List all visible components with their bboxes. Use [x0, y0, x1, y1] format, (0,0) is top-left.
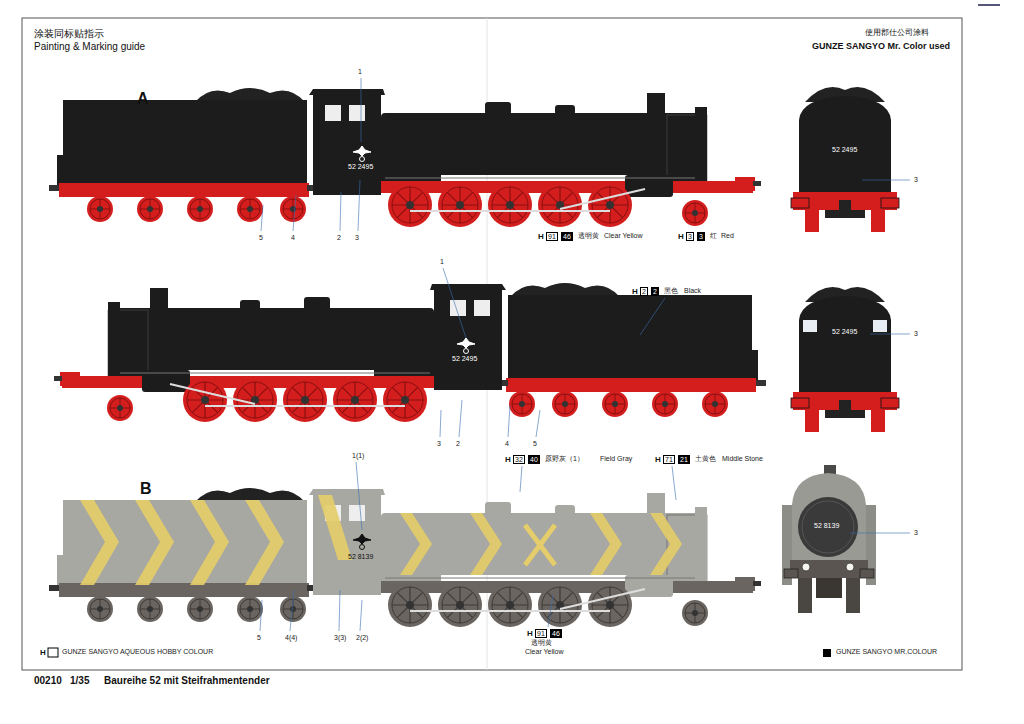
callout-number: 5: [259, 234, 263, 242]
paint-brand-mark: H: [40, 648, 46, 657]
paint-code: 71: [663, 455, 675, 464]
paint-name: 黑色: [664, 287, 678, 295]
callout-number: 3: [437, 440, 441, 448]
paint-name: 红: [710, 232, 717, 240]
callout-number: 3: [914, 176, 918, 184]
callout-number: 3(3): [334, 634, 346, 642]
paint-brand-mark: H: [527, 629, 533, 638]
paint-name: Clear Yellow: [525, 648, 564, 656]
paint-code: 2: [651, 287, 659, 296]
paint-brand-mark: H: [678, 232, 684, 241]
paint-code: 2: [640, 287, 648, 296]
paint-name: Clear Yellow: [604, 232, 643, 240]
callout-number: 5: [257, 634, 261, 642]
callout-number: 4: [291, 234, 295, 242]
callout-number: 2: [337, 234, 341, 242]
callout-number: 3: [355, 234, 359, 242]
loco-number: 52 8139: [814, 522, 839, 530]
callout-number: 4: [505, 440, 509, 448]
paint-name: GUNZE SANGYO MR.COLOUR: [836, 648, 937, 656]
heading-text: GUNZE SANGYO Mr. Color used: [812, 41, 950, 51]
loco-number: 52 2495: [348, 163, 373, 171]
callout-number: 2(2): [356, 634, 368, 642]
paint-brand-mark: H: [505, 455, 511, 464]
callout-number: 2: [456, 440, 460, 448]
paint-code: 91: [535, 629, 547, 638]
heading-text: 涂装同标贴指示: [34, 28, 104, 40]
paint-name: 原野灰（1）: [545, 455, 584, 463]
footer-text: Baureihe 52 mit Steifrahmentender: [104, 675, 270, 687]
scheme-letter: B: [140, 480, 152, 498]
paint-code: 3: [697, 232, 705, 241]
scheme-letter: A: [137, 90, 149, 108]
footer-text: 1/35: [70, 675, 89, 687]
loco-number: 52 2495: [832, 146, 857, 154]
page-title: Painting & Marking guide: [34, 41, 145, 52]
paint-name: 透明黄: [578, 232, 599, 240]
paint-code: 46: [561, 232, 573, 241]
loco-number: 52 8139: [348, 553, 373, 561]
paint-name: Black: [684, 287, 701, 295]
heading-text: 使用郡仕公司涂料: [865, 28, 929, 37]
callout-number: 1: [358, 68, 362, 76]
callout-number: 5: [533, 440, 537, 448]
paint-brand-mark: H: [655, 455, 661, 464]
paint-name: 土黄色: [695, 455, 716, 463]
paint-code: 91: [546, 232, 558, 241]
paint-code: 21: [678, 455, 690, 464]
callout-number: 4(4): [285, 634, 297, 642]
paint-brand-mark: H: [632, 287, 638, 296]
loco-number: 52 2495: [832, 328, 857, 336]
paint-name: GUNZE SANGYO AQUEOUS HOBBY COLOUR: [62, 648, 213, 656]
footer-text: 00210: [34, 675, 62, 687]
paint-name: Red: [721, 232, 734, 240]
callout-number: 3: [914, 529, 918, 537]
paint-name: Middle Stone: [722, 455, 763, 463]
callout-number: 3: [914, 330, 918, 338]
callout-number: 1(1): [352, 452, 364, 460]
paint-brand-mark: H: [538, 232, 544, 241]
paint-name: 透明黄: [531, 639, 552, 647]
paint-code: 40: [528, 455, 540, 464]
paint-code: 46: [550, 629, 562, 638]
loco-number: 52 2495: [452, 355, 477, 363]
callout-number: 1: [440, 258, 444, 266]
paint-name: Field Gray: [600, 455, 632, 463]
paint-code: 32: [513, 455, 525, 464]
paint-code: 3: [686, 232, 694, 241]
